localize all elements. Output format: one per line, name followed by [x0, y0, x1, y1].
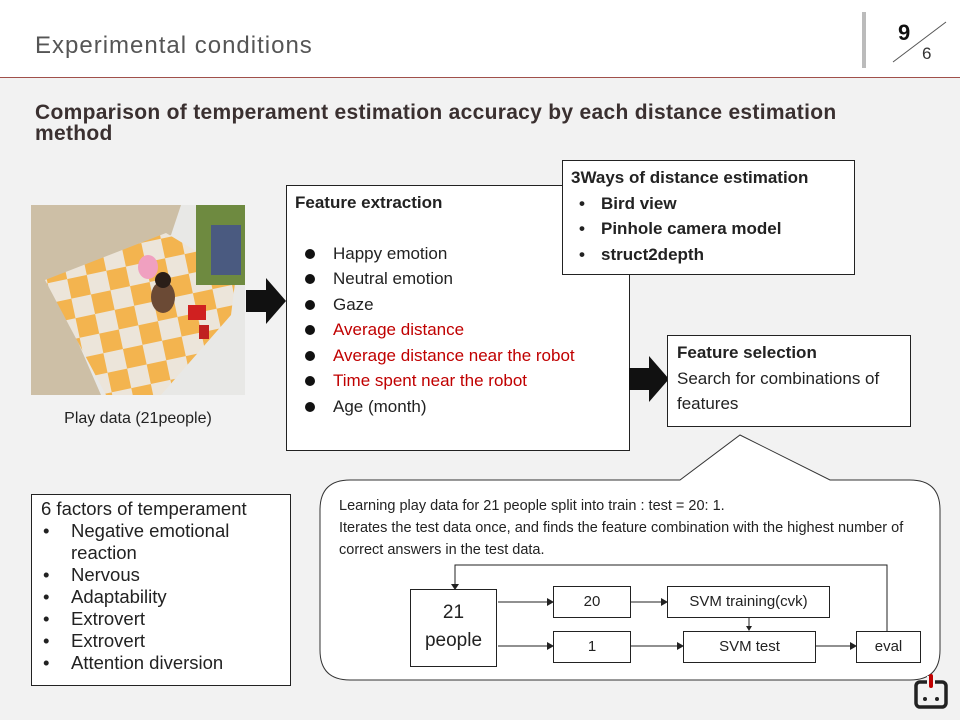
eval-box: eval [856, 631, 921, 663]
feature-item: Age (month) [295, 394, 621, 420]
page-total: 6 [922, 44, 932, 63]
svm-training-box: SVM training(cvk) [667, 586, 830, 618]
people-count: 21 [442, 602, 465, 623]
factor-item: Negative emotional reaction [41, 520, 281, 564]
test-split-box: 1 [553, 631, 631, 663]
feature-item-highlighted: Time spent near the robot [295, 368, 621, 394]
callout-line: Iterates the test data once, and finds t… [339, 520, 904, 558]
feature-item: Happy emotion [295, 241, 621, 267]
factors-heading: 6 factors of temperament [41, 498, 247, 519]
people-label: people [424, 630, 483, 651]
distance-method-item: Pinhole camera model [571, 216, 846, 242]
robot-logo-icon [914, 674, 948, 709]
feature-item-highlighted: Average distance near the robot [295, 343, 621, 369]
factor-item: Attention diversion [41, 652, 281, 674]
arrow-right-icon [246, 278, 286, 324]
feature-item-highlighted: Average distance [295, 317, 621, 343]
slide-title: Experimental conditions [35, 32, 313, 59]
page-slash [892, 21, 947, 63]
train-split-box: 20 [553, 586, 631, 618]
feature-selection-text: Search for combinations of features [677, 368, 880, 414]
distance-methods-box: 3Ways of distance estimation Bird view P… [562, 160, 855, 275]
distance-method-item: struct2depth [571, 242, 846, 268]
header-divider [862, 12, 866, 68]
photo-caption: Play data (21people) [64, 410, 212, 427]
feature-item: Gaze [295, 292, 621, 318]
play-room-photo [31, 205, 245, 395]
feature-list: Happy emotion Neutral emotion Gaze Avera… [295, 241, 621, 420]
people-box: 21 people [410, 589, 497, 667]
factor-item: Adaptability [41, 586, 281, 608]
distance-methods-heading: 3Ways of distance estimation [571, 168, 809, 187]
arrow-right-icon [629, 356, 669, 402]
slide-header [0, 0, 960, 78]
slide-subtitle: Comparison of temperament estimation acc… [35, 101, 837, 145]
feature-selection-box: Feature selection Search for combination… [667, 335, 911, 427]
svm-test-box: SVM test [683, 631, 816, 663]
temperament-factors-box: 6 factors of temperament Negative emotio… [31, 494, 291, 686]
factor-item: Nervous [41, 564, 281, 586]
factor-item: Extrovert [41, 608, 281, 630]
page-number: 9 [898, 20, 911, 45]
feature-item: Neutral emotion [295, 266, 621, 292]
feature-selection-heading: Feature selection [677, 343, 817, 362]
feature-extraction-heading: Feature extraction [295, 193, 443, 212]
callout-line: Learning play data for 21 people split i… [339, 498, 725, 514]
distance-method-item: Bird view [571, 191, 846, 217]
factor-item: Extrovert [41, 630, 281, 652]
callout-text: Learning play data for 21 people split i… [339, 495, 919, 561]
